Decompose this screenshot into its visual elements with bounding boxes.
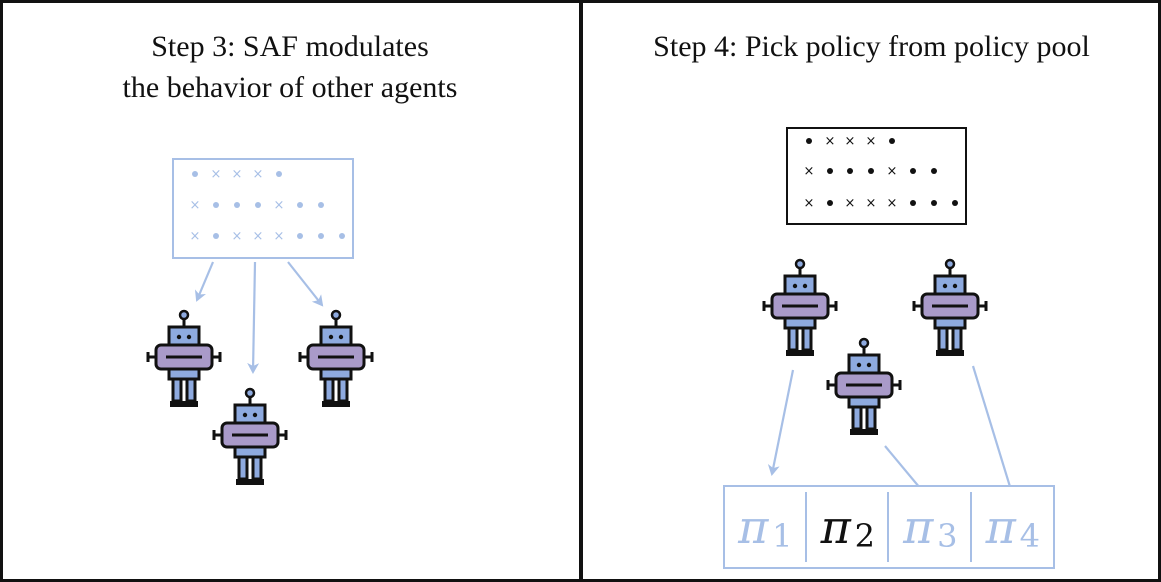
- policy-subscript-2: 2: [855, 517, 875, 555]
- svg-text:×: ×: [253, 167, 264, 182]
- svg-text:×: ×: [274, 229, 285, 244]
- robot-right-3: [912, 258, 988, 358]
- panel-left-title-line1: Step 3: SAF modulates: [151, 30, 429, 63]
- policy-subscript-1: 1: [772, 517, 792, 555]
- svg-text:×: ×: [253, 229, 264, 244]
- svg-text:×: ×: [845, 196, 856, 211]
- policy-data-grid: × × × × × × × × ×: [786, 127, 967, 225]
- robot-left-2: [212, 387, 288, 487]
- svg-text:×: ×: [804, 196, 815, 211]
- svg-text:×: ×: [866, 196, 877, 211]
- panel-left-title-line2: the behavior of other agents: [122, 71, 458, 104]
- policy-subscript-3: 3: [937, 517, 957, 555]
- svg-text:×: ×: [845, 134, 856, 149]
- saf-data-grid: × × × × × × × × ×: [172, 158, 354, 259]
- robot-right-1: [762, 258, 838, 358]
- policy-pi-symbol-4: π: [985, 500, 1017, 554]
- svg-text:×: ×: [232, 229, 243, 244]
- svg-text:×: ×: [887, 164, 898, 179]
- policy-pi-symbol-2: π: [820, 500, 852, 554]
- svg-text:×: ×: [190, 229, 201, 244]
- policy-subscript-4: 4: [1020, 517, 1040, 555]
- policy-pi-symbol-3: π: [902, 500, 934, 554]
- svg-text:×: ×: [866, 134, 877, 149]
- svg-text:×: ×: [887, 196, 898, 211]
- robot-left-3: [298, 309, 374, 409]
- saf-arrows: [194, 261, 324, 374]
- policy-pool: [723, 485, 1055, 569]
- svg-text:×: ×: [232, 167, 243, 182]
- svg-text:×: ×: [825, 134, 836, 149]
- svg-text:×: ×: [211, 167, 222, 182]
- svg-text:×: ×: [190, 198, 201, 213]
- svg-text:×: ×: [804, 164, 815, 179]
- svg-text:×: ×: [274, 198, 285, 213]
- panel-right-title: Step 4: Pick policy from policy pool: [653, 30, 1090, 63]
- robot-left-1: [146, 309, 222, 409]
- policy-pi-symbol-1: π: [737, 500, 769, 554]
- robot-right-2: [826, 337, 902, 437]
